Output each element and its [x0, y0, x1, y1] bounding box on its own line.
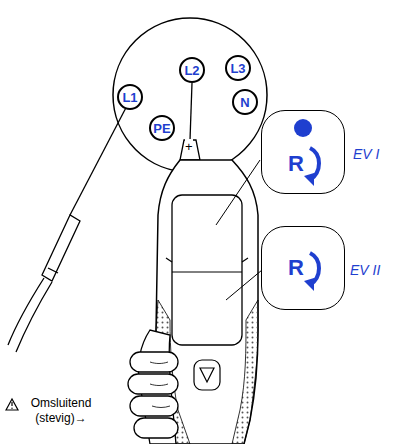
terminal-label: L2: [184, 63, 199, 78]
leader-line: [216, 160, 260, 225]
terminal-label: L1: [122, 90, 137, 105]
terminal-circle: L2: [179, 57, 205, 83]
hand: [128, 330, 178, 444]
arrow-head: [304, 173, 314, 186]
warning-mark: [11, 402, 12, 406]
indicator-caption: EV II: [350, 262, 380, 280]
terminal-circle: N: [232, 89, 258, 115]
indicator-dot: [294, 119, 312, 137]
arrow-head: [304, 278, 314, 291]
button-triangle: [200, 368, 214, 382]
terminal-label: N: [240, 95, 249, 110]
terminal-circle: L3: [225, 55, 251, 81]
left-probe: [8, 100, 130, 352]
side-marks: [166, 258, 248, 262]
warning-triangle: [6, 399, 18, 410]
display-divider: [172, 272, 242, 273]
indicator-caption: EV I: [353, 146, 379, 164]
terminal-circle: PE: [149, 115, 175, 141]
socket-outline: [113, 18, 267, 172]
indicator-letter: R: [288, 151, 304, 177]
terminal-circle: L1: [117, 84, 143, 110]
grip-note: Omsluitend (stevig)→: [20, 396, 102, 426]
display-window: [172, 195, 242, 345]
indicator-callout: R: [261, 110, 345, 194]
warning-mark: [11, 408, 12, 409]
polarity-mark: +: [185, 139, 193, 155]
indicator-letter: R: [288, 255, 304, 281]
tester-probe: [180, 83, 200, 160]
indicator-callout: R: [261, 226, 345, 310]
test-button: [194, 360, 220, 390]
terminal-label: PE: [153, 121, 170, 136]
leader-line: [226, 270, 262, 300]
terminal-label: L3: [230, 61, 245, 76]
